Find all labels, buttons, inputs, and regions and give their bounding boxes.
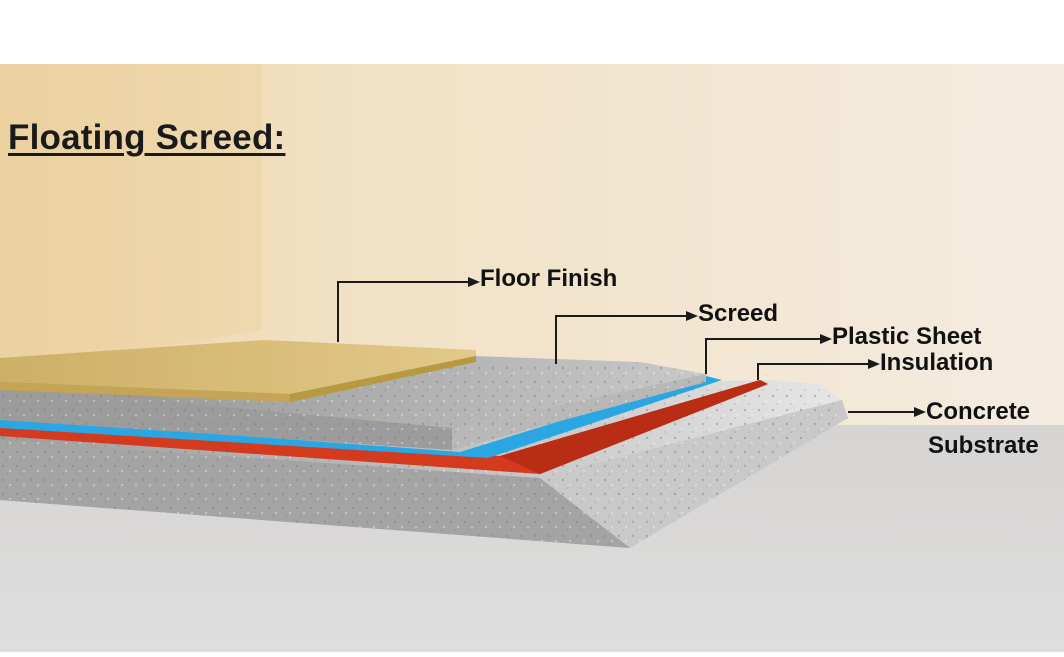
insulation-label: Insulation — [880, 349, 994, 376]
substrate-label: Substrate — [928, 432, 1039, 459]
plastic-sheet-arrow-icon — [820, 334, 832, 344]
insulation-arrow-icon — [868, 359, 880, 369]
plastic-sheet-label: Plastic Sheet — [832, 323, 982, 350]
leader-lines — [337, 281, 918, 413]
diagram-title: Floating Screed: — [8, 118, 286, 157]
concrete-label: Concrete — [926, 398, 1031, 425]
floor-finish-label: Floor Finish — [480, 265, 618, 292]
top-margin — [0, 0, 1064, 64]
plastic-sheet-leader — [705, 338, 824, 374]
insulation-layer — [0, 380, 768, 474]
leader-arrowheads — [468, 277, 926, 417]
concrete-arrow-icon — [914, 407, 926, 417]
floor-finish-arrow-icon — [468, 277, 480, 287]
left-wall — [0, 64, 262, 370]
screed-label: Screed — [698, 300, 779, 327]
plastic-sheet-layer — [0, 376, 722, 458]
screed-leader — [555, 315, 690, 364]
floor-finish-leader — [337, 281, 472, 342]
screed-arrow-icon — [686, 311, 698, 321]
insulation-leader — [757, 363, 872, 380]
floor-finish-layer — [0, 340, 476, 402]
